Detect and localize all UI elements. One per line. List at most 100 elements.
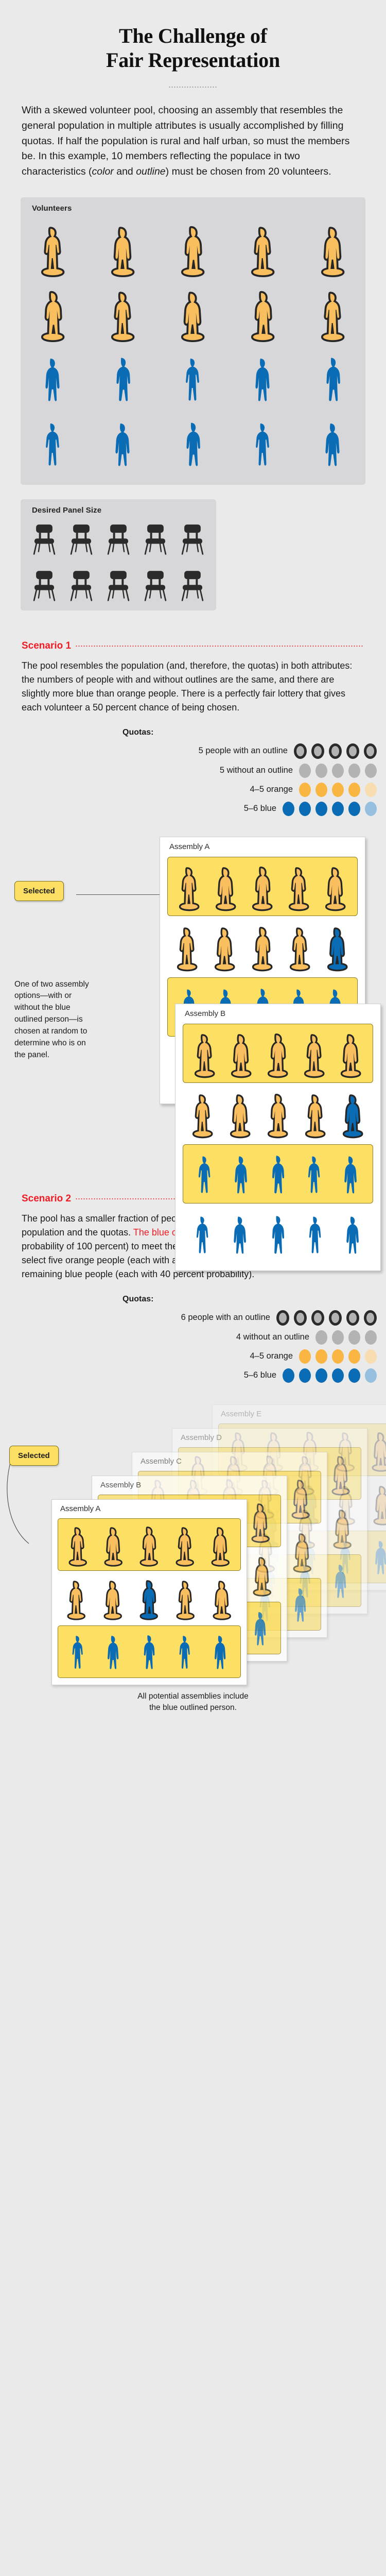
assembly-figure-orange-outlined: [298, 1088, 333, 1140]
volunteer-figure-orange-outlined: [103, 219, 143, 279]
volunteer-figure-grid: [21, 219, 365, 485]
quota-dot-ring: [294, 743, 307, 759]
volunteer-figure-blue: [243, 414, 283, 473]
assembly-options-note: One of two assembly options—with or with…: [14, 979, 89, 1060]
assembly-figure-blue-outlined: [336, 1088, 371, 1140]
chair-row: [21, 518, 216, 564]
volunteer-figure-blue: [33, 414, 73, 473]
selected-badge-scenario-1[interactable]: Selected: [14, 880, 64, 901]
intro-paragraph: With a skewed volunteer pool, choosing a…: [22, 103, 361, 179]
volunteer-figure-blue: [103, 349, 143, 409]
chair-icon: [69, 569, 94, 601]
volunteer-figure-blue: [173, 349, 213, 409]
scenario-2-quotas-title: Quotas:: [122, 1294, 154, 1303]
fan-figure-orange-outlined: [285, 1474, 317, 1520]
quota-dot-ring: [276, 1310, 289, 1326]
quota-dot-orange: [315, 1349, 327, 1364]
assembly-figure-blue: [298, 1208, 333, 1260]
assembly-figure-orange-outlined: [282, 860, 317, 912]
quota-dots: [276, 1310, 377, 1326]
assembly-figure-orange-outlined: [334, 1027, 369, 1079]
assembly-row-selected: [183, 1023, 373, 1083]
assembly-row: [165, 918, 360, 976]
scenario-1-body: The pool resembles the population (and, …: [22, 660, 353, 713]
intro-emphasis-color: color: [92, 165, 114, 177]
assembly-figure-orange-outlined: [207, 921, 242, 973]
quota-label: 4–5 orange: [250, 785, 293, 794]
assembly-card-b[interactable]: Assembly B: [175, 1003, 381, 1271]
fan-figure-orange-outlined: [330, 1480, 362, 1527]
intro-text-1: With a skewed volunteer pool, choosing a…: [22, 105, 350, 177]
fan-row: [56, 1572, 242, 1624]
fan-figure-blue: [285, 1581, 317, 1628]
quota-dot-orange: [315, 782, 327, 797]
fan-figure-blue: [325, 1557, 357, 1604]
assembly-figure-orange-outlined: [260, 1088, 295, 1140]
quota-dot-ring: [329, 743, 342, 759]
fan-figure-orange-outlined: [206, 1575, 238, 1621]
quota-dot-ring: [364, 1310, 377, 1326]
fan-assembly-tab-label: Assembly B: [100, 1480, 142, 1489]
quota-dot-ring: [346, 743, 359, 759]
quota-dot-ring: [329, 1310, 342, 1326]
fan-figure-blue: [245, 1605, 276, 1651]
quota-dot-grey: [332, 1330, 344, 1345]
chair-icon: [143, 523, 168, 555]
selected-curve-connector: [7, 1459, 29, 1544]
assembly-a-tab-label: Assembly A: [169, 842, 210, 851]
quota-dot-blue: [299, 1368, 311, 1383]
assembly-figure-orange-outlined: [260, 1027, 295, 1079]
chair-icon: [106, 523, 131, 555]
quota-dot-blue-faded: [365, 1368, 377, 1383]
quota-dot-blue: [283, 801, 294, 816]
quota-dot-blue: [348, 801, 360, 816]
assembly-b-rows: [176, 1023, 380, 1263]
quota-dot-blue: [299, 801, 311, 816]
volunteer-figure-blue: [313, 349, 353, 409]
assembly-figure-orange-outlined: [223, 1088, 258, 1140]
title-line-1: The Challenge of: [119, 24, 267, 47]
footer-caption: All potential assemblies include the blu…: [0, 1691, 386, 1735]
fan-assembly-tab-label: Assembly C: [141, 1456, 182, 1466]
quota-label: 5 people with an outline: [198, 746, 288, 755]
quota-dot-blue: [283, 1368, 294, 1383]
title-line-2: Fair Representation: [106, 48, 280, 72]
assembly-row: [181, 1084, 375, 1143]
volunteer-figure-orange-outlined: [33, 284, 73, 344]
scenario-2-label: Scenario 2: [22, 1193, 72, 1204]
fan-figure-orange-outlined: [245, 1498, 276, 1544]
fan-figure-orange-outlined: [325, 1450, 357, 1497]
quota-dot-blue: [315, 1368, 327, 1383]
fan-figure-blue: [169, 1629, 201, 1675]
quota-dot-ring: [294, 1310, 307, 1326]
volunteer-figure-blue: [103, 414, 143, 473]
quota-dot-ring: [346, 1310, 359, 1326]
quota-row: 5–6 blue: [0, 1368, 377, 1383]
quota-dot-grey: [365, 1330, 377, 1345]
selected-connector-line: [76, 894, 160, 895]
selected-badge-scenario-2[interactable]: Selected: [9, 1445, 59, 1466]
volunteer-figure-orange-outlined: [243, 284, 283, 344]
title-divider: [168, 87, 218, 88]
quota-dot-blue: [332, 801, 344, 816]
volunteer-figure-orange-outlined: [173, 219, 213, 279]
volunteer-figure-blue: [33, 349, 73, 409]
quota-dot-blue: [332, 1368, 344, 1383]
volunteer-figure-orange-outlined: [313, 219, 353, 279]
page-header: The Challenge of Fair Representation: [0, 0, 386, 88]
quota-dot-ring: [311, 1310, 324, 1326]
fan-figure-blue: [62, 1629, 94, 1675]
chair-icon: [32, 569, 57, 601]
quota-label: 6 people with an outline: [181, 1313, 270, 1322]
fan-row-selected: [58, 1518, 241, 1571]
fan-figure-orange-outlined: [133, 1521, 165, 1568]
quota-dots: [299, 782, 377, 797]
fan-figure-orange-outlined: [98, 1521, 129, 1568]
fan-assembly-card[interactable]: Assembly A: [51, 1499, 247, 1685]
quota-dot-grey: [348, 1330, 360, 1345]
quota-dots: [299, 1349, 377, 1364]
fan-figure-orange-outlined: [367, 1480, 386, 1527]
chair-icon: [32, 523, 57, 555]
quota-dot-grey: [299, 763, 311, 778]
